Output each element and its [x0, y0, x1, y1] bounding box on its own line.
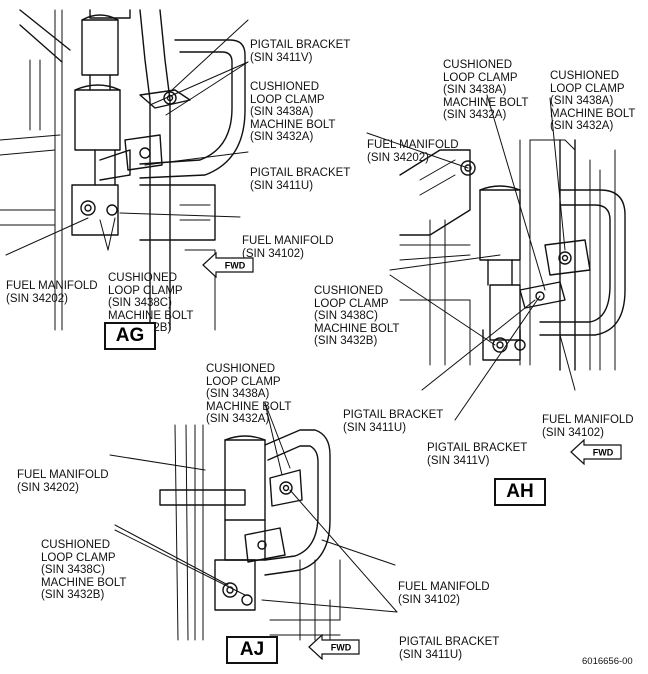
ah-pigtail-bracket-u-label: PIGTAIL BRACKET(SIN 3411U) — [343, 409, 444, 434]
aj-fwd-text: FWD — [331, 643, 352, 653]
aj-fuel-manifold-102-label: FUEL MANIFOLD(SIN 34102) — [398, 581, 490, 606]
ah-fuel-manifold-102-label: FUEL MANIFOLD(SIN 34102) — [542, 414, 634, 439]
ah-fwd-arrow: FWD — [570, 439, 622, 465]
view-label-ag: AG — [104, 322, 156, 350]
ag-fuel-manifold-202-label: FUEL MANIFOLD(SIN 34202) — [6, 280, 98, 305]
ag-pigtail-bracket-label: PIGTAIL BRACKET(SIN 3411V) — [250, 39, 351, 64]
ag-pigtail-bracket-u-label: PIGTAIL BRACKET(SIN 3411U) — [250, 167, 351, 192]
ah-fwd-text: FWD — [593, 448, 614, 458]
ag-fwd-arrow: FWD — [202, 252, 254, 278]
aj-fwd-arrow: FWD — [308, 634, 360, 660]
ag-fwd-text: FWD — [225, 261, 246, 271]
view-label-aj: AJ — [226, 636, 278, 664]
aj-pigtail-bracket-label: PIGTAIL BRACKET(SIN 3411U) — [399, 636, 500, 661]
document-number: 6016656-00 — [582, 656, 633, 667]
view-ag-drawing — [0, 9, 246, 331]
view-ah-drawing — [399, 139, 626, 371]
aj-fuel-manifold-202-label: FUEL MANIFOLD(SIN 34202) — [17, 469, 109, 494]
view-aj-drawing — [159, 424, 341, 641]
ah-pigtail-bracket-v-label: PIGTAIL BRACKET(SIN 3411V) — [427, 442, 528, 467]
ag-fuel-manifold-102-label: FUEL MANIFOLD(SIN 34102) — [242, 235, 334, 260]
ah-fuel-manifold-202-label: FUEL MANIFOLD(SIN 34202) — [367, 139, 459, 164]
view-label-ah: AH — [494, 478, 546, 506]
leader-lines — [5, 19, 576, 613]
